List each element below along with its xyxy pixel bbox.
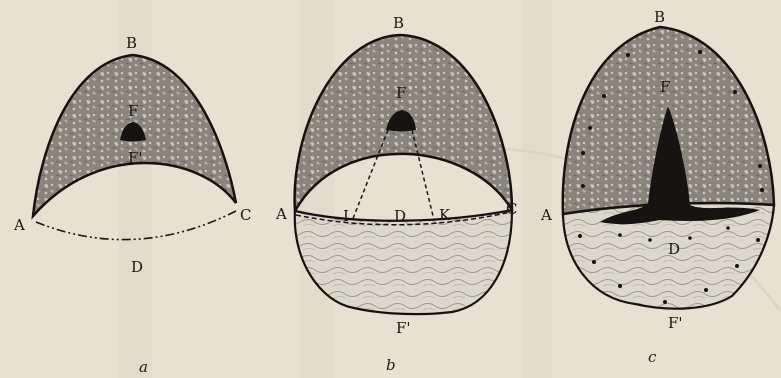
figure-b-label-F: F [396, 84, 406, 102]
figure-b-label-I: I [343, 207, 349, 225]
figure-b-label-K: K [439, 206, 451, 224]
figure-c: B F A D F' c [540, 8, 774, 366]
figure-b-label-F-prime: F' [396, 319, 411, 337]
figure-a-label-C: C [240, 206, 251, 224]
figure-c-label-F: F [660, 78, 670, 96]
figure-c-label-D: D [668, 240, 680, 258]
figure-a-label-F: F [128, 102, 138, 120]
figure-b-caption: b [386, 356, 396, 374]
figure-a-label-B: B [126, 34, 137, 52]
figure-a-label-D: D [131, 258, 143, 276]
figure-a-label-F-prime: F' [128, 149, 143, 167]
figure-b-label-D: D [394, 207, 406, 225]
figure-a-label-A: A [13, 216, 25, 234]
figure-c-label-F-prime: F' [668, 314, 683, 332]
figure-b-label-C: C [506, 200, 517, 218]
figure-c-label-B: B [654, 8, 665, 26]
figure-a-caption: a [139, 358, 148, 376]
figure-b-label-A: A [275, 205, 287, 223]
figure-c-label-A: A [540, 206, 552, 224]
figure-b-label-B: B [393, 14, 404, 32]
figure-c-caption: c [648, 348, 657, 366]
